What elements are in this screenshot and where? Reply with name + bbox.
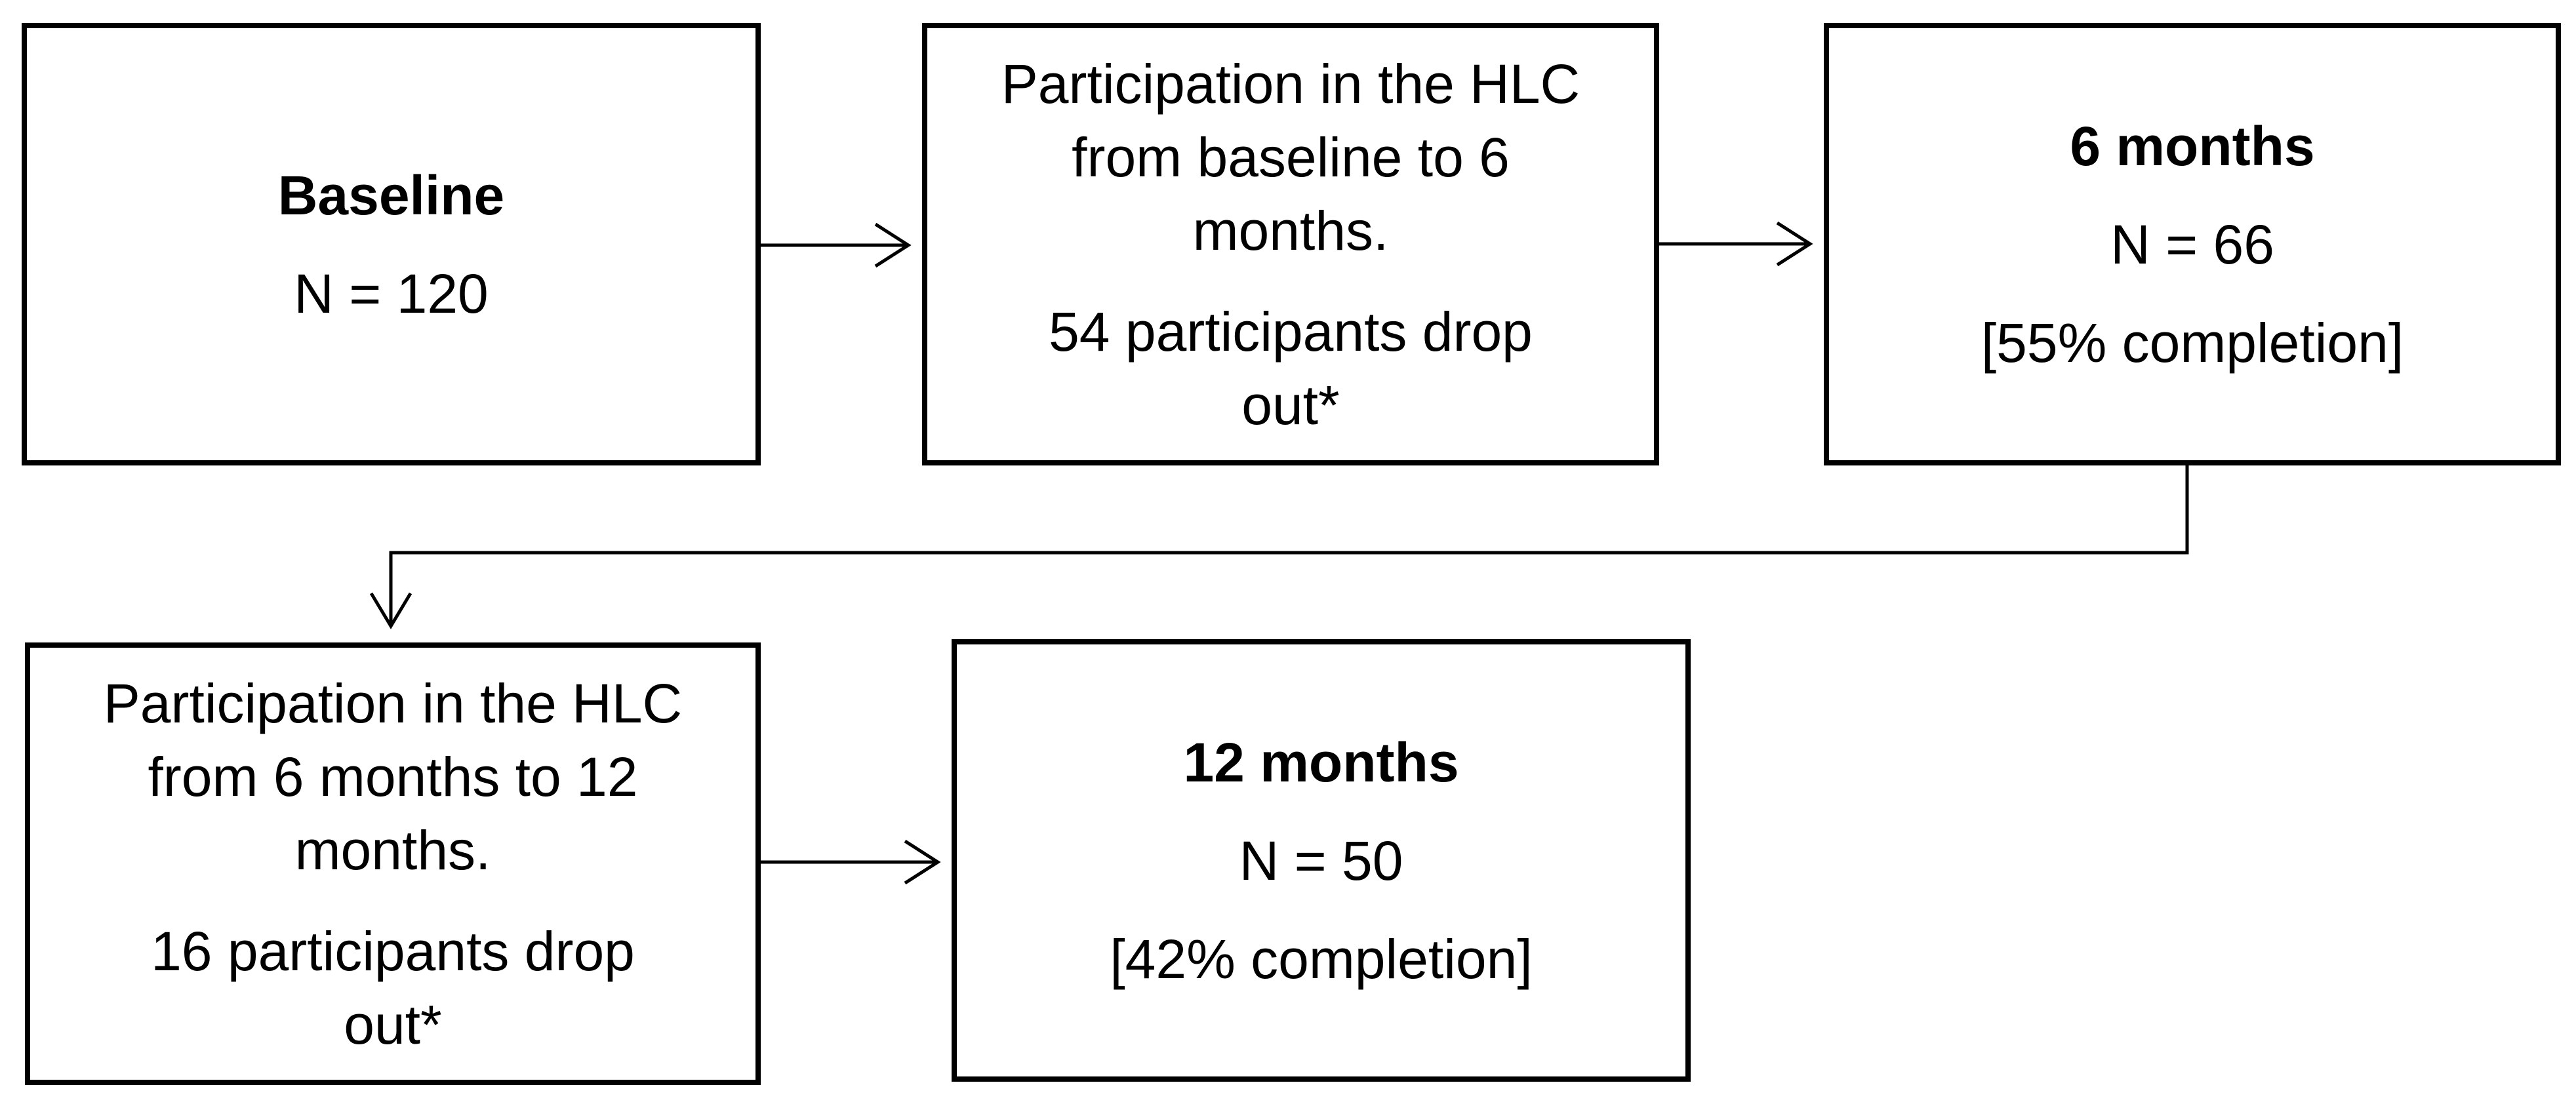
- twelve-months-title: 12 months: [1183, 731, 1459, 793]
- phase2-dropout: 16 participants drop out*: [151, 920, 635, 1055]
- arrow-six-months-to-phase2: [369, 465, 2189, 629]
- arrow-baseline-to-phase1: [761, 222, 912, 268]
- twelve-months-completion: [42% completion]: [1110, 928, 1533, 990]
- baseline-box: Baseline N = 120: [22, 23, 761, 465]
- six-months-title: 6 months: [2070, 115, 2315, 177]
- phase1-description: Participation in the HLC from baseline t…: [1001, 52, 1580, 262]
- twelve-months-box: 12 months N = 50 [42% completion]: [952, 639, 1691, 1082]
- six-months-box: 6 months N = 66 [55% completion]: [1824, 23, 2561, 465]
- phase1-dropout: 54 participants drop out*: [1049, 300, 1533, 436]
- baseline-count: N = 120: [294, 262, 489, 325]
- twelve-months-count: N = 50: [1239, 829, 1403, 892]
- six-months-count: N = 66: [2110, 213, 2274, 275]
- baseline-title: Baseline: [277, 164, 505, 226]
- phase1-box: Participation in the HLC from baseline t…: [922, 23, 1659, 465]
- arrow-phase2-to-twelve-months: [761, 839, 941, 885]
- phase2-description: Participation in the HLC from 6 months t…: [103, 672, 683, 881]
- phase2-box: Participation in the HLC from 6 months t…: [25, 642, 761, 1085]
- arrow-phase1-to-six-months: [1659, 221, 1813, 267]
- six-months-completion: [55% completion]: [1981, 311, 2404, 374]
